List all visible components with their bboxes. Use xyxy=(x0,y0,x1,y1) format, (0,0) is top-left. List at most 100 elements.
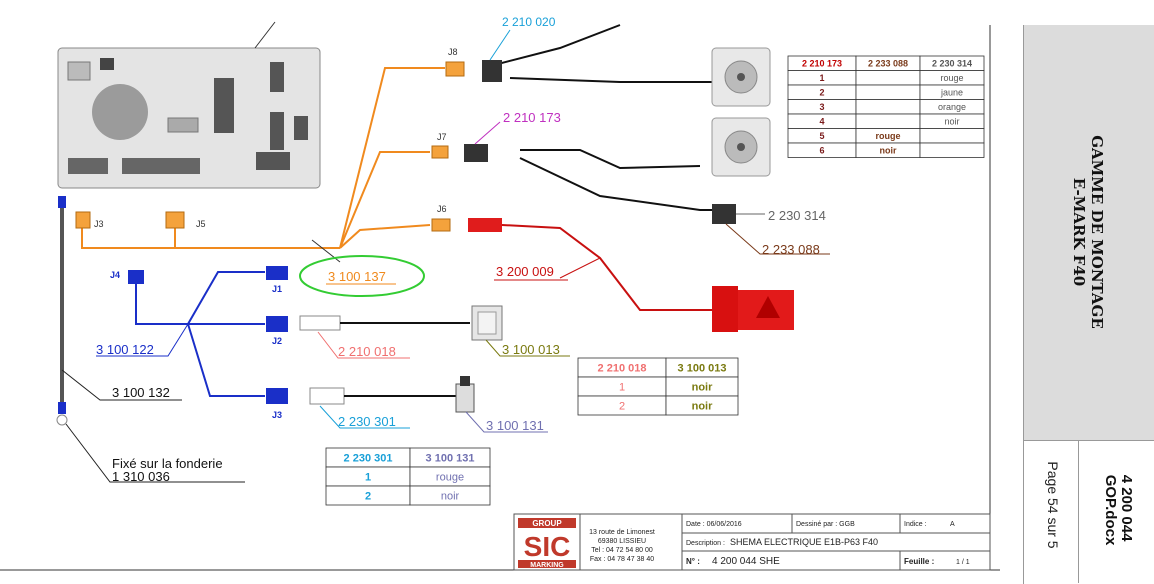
wiring-diagram: J8 J7 J6 J3 J5 2 210 020 2 210 173 2 230… xyxy=(0,15,1000,571)
connector-j2 xyxy=(266,316,288,332)
sidebar-divider xyxy=(1078,440,1079,583)
document-title: GAMME DE MONTAGE E-MARK F40 xyxy=(1070,135,1106,329)
table-cell-text: rouge xyxy=(875,131,900,141)
table-cell-text: noir xyxy=(944,116,959,126)
title-block: GROUP SIC MARKING 13 route de Limonest 6… xyxy=(513,513,991,571)
connector-j5 xyxy=(165,211,185,229)
num: 4 200 044 SHE xyxy=(712,556,780,567)
label-j3: J3 xyxy=(94,219,104,229)
table-motor: 2 210 173 2 233 088 2 230 314 1 rouge 2 jaune 3… xyxy=(787,55,985,158)
label-j2: J2 xyxy=(272,336,282,346)
logo-top: GROUP xyxy=(532,519,562,528)
connector-j8 xyxy=(445,61,465,77)
table-header-cell: 3 100 013 xyxy=(678,362,727,374)
table-cell-text: rouge xyxy=(436,471,464,483)
label-j6: J6 xyxy=(437,204,447,214)
sheet-label: Feuille : xyxy=(904,557,934,566)
connector-j3b xyxy=(266,388,288,404)
table-button: 2 210 018 3 100 013 1 noir 2 noir xyxy=(577,357,739,416)
label-j8: J8 xyxy=(448,47,458,57)
table-cell-text: 4 xyxy=(819,116,824,126)
connector-2210173 xyxy=(464,144,488,162)
label-j5: J5 xyxy=(196,219,206,229)
connector-2210020 xyxy=(482,60,502,82)
num-label: N° : xyxy=(686,557,700,566)
table-cell-text: 2 xyxy=(819,87,824,97)
label-3100122: 3 100 122 xyxy=(96,342,154,357)
table-cell-text: noir xyxy=(441,490,460,502)
label-3100013: 3 100 013 xyxy=(502,342,560,357)
table-header-cell: 2 233 088 xyxy=(868,58,908,68)
blue-harness xyxy=(135,271,265,397)
table-cell-text: 1 xyxy=(619,381,625,393)
sidebar-footer-panel xyxy=(1023,440,1154,584)
table-cell-text: 2 xyxy=(365,490,371,502)
description-label: Description : xyxy=(686,540,725,547)
table-cell xyxy=(919,128,985,144)
table-header-cell: 3 100 131 xyxy=(426,452,475,464)
table-header-cell: 2 210 173 xyxy=(802,58,842,68)
table-cell xyxy=(665,395,739,416)
table-cell xyxy=(409,485,491,506)
description: SHEMA ELECTRIQUE E1B-P63 F40 xyxy=(730,537,878,547)
document-sidebar: GAMME DE MONTAGE E-MARK F40 Page 54 sur … xyxy=(1023,25,1154,584)
emergency-stop-button xyxy=(712,286,794,332)
table-cell-text: 1 xyxy=(819,73,824,83)
index-label: Indice : xyxy=(904,521,927,528)
table-cell-text: 6 xyxy=(819,145,824,155)
date: Date : 06/06/2016 xyxy=(686,521,742,528)
document-reference: 4 200 044 GOP.docx xyxy=(1102,474,1135,546)
label-top-cut: 2 210 020 xyxy=(502,15,556,29)
sidebar-title-panel xyxy=(1023,25,1154,440)
connector-j3 xyxy=(75,211,91,229)
address-2: 69380 LISSIEU xyxy=(598,538,646,545)
label-j3b: J3 xyxy=(272,410,282,420)
table-cell-text: noir xyxy=(692,381,713,393)
connector-j7 xyxy=(431,145,449,159)
tel: Tel : 04 72 54 80 00 xyxy=(591,547,653,554)
table-cell-text: 5 xyxy=(819,131,824,141)
label-fix-line2: 1 310 036 xyxy=(112,469,170,484)
label-2233088: 2 233 088 xyxy=(762,242,820,257)
connector-j1 xyxy=(266,266,288,280)
table-cell-text: orange xyxy=(938,102,966,112)
sheet-value: 1 / 1 xyxy=(956,559,970,566)
stepper-motor-top xyxy=(711,47,771,107)
table-cell-text: 3 xyxy=(819,102,824,112)
logo-main: SIC xyxy=(524,531,571,562)
label-j1: J1 xyxy=(272,284,282,294)
connector-2230301 xyxy=(309,387,345,405)
table-limit: 2 230 301 3 100 131 1 rouge 2 noir xyxy=(325,447,491,506)
label-2230314: 2 230 314 xyxy=(768,208,826,223)
table-cell xyxy=(855,99,921,115)
label-j4: J4 xyxy=(110,270,120,280)
logo-bottom: MARKING xyxy=(530,562,564,569)
table-header-cell: 2 230 301 xyxy=(344,452,393,464)
table-cell-text: 1 xyxy=(365,471,371,483)
stepper-motor-bottom xyxy=(711,117,771,177)
table-header-cell: 2 210 018 xyxy=(598,362,647,374)
doc-line-1: 4 200 044 xyxy=(1118,474,1135,542)
connector-2233088 xyxy=(712,204,736,224)
title-line-2: E-MARK F40 xyxy=(1070,177,1088,287)
label-j7: J7 xyxy=(437,132,447,142)
table-cell-text: noir xyxy=(692,400,713,412)
push-button xyxy=(471,305,503,341)
label-2230301: 2 230 301 xyxy=(338,414,396,429)
highlight-ellipse xyxy=(299,255,425,297)
label-3100137: 3 100 137 xyxy=(328,269,386,284)
label-3100131: 3 100 131 xyxy=(486,418,544,433)
control-board xyxy=(57,21,321,189)
doc-line-2: GOP.docx xyxy=(1102,474,1119,546)
motor-wires xyxy=(489,24,712,211)
table-cell xyxy=(855,84,921,100)
page-number: Page 54 sur 5 xyxy=(1045,461,1061,549)
table-cell xyxy=(919,142,985,158)
table-cell-text: rouge xyxy=(940,73,963,83)
label-3200009: 3 200 009 xyxy=(496,264,554,279)
table-cell-text: 2 xyxy=(619,400,625,412)
connector-j6 xyxy=(431,218,451,232)
table-cell-text: jaune xyxy=(940,87,963,97)
table-header-cell: 2 230 314 xyxy=(932,58,972,68)
drawn-by: Dessiné par : GGB xyxy=(796,521,855,528)
